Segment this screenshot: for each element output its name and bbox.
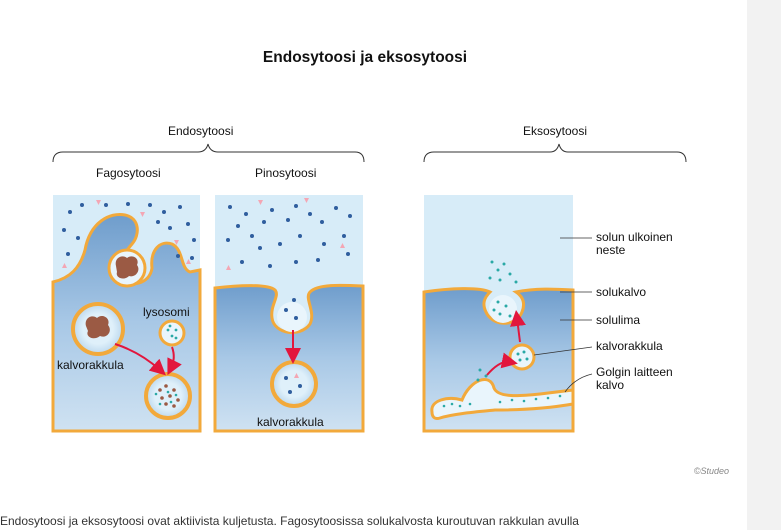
golgi-label-line1: Golgin laitteen <box>596 365 673 379</box>
right-scroll-gutter <box>747 0 781 530</box>
pinocytosis-vesicle-label: kalvorakkula <box>257 415 324 429</box>
exocytosis-panel <box>422 195 593 433</box>
extracellular-fluid-label-line1: solun ulkoinen <box>596 230 673 244</box>
endocytosis-brace <box>52 143 365 163</box>
phagocytosis-panel <box>51 195 202 433</box>
lysosome-label: lysosomi <box>143 305 190 319</box>
diagram-title: Endosytoosi ja eksosytoosi <box>262 49 468 66</box>
secretory-vesicle <box>508 343 536 371</box>
pinocytosis-header: Pinosytoosi <box>255 166 317 180</box>
exocytosis-header: Eksosytoosi <box>523 124 588 138</box>
food-particle <box>115 256 139 279</box>
figure-caption: Endosytoosi ja eksosytoosi ovat aktiivis… <box>0 514 579 528</box>
vesicle-label: kalvorakkula <box>596 339 663 353</box>
exocytosis-brace <box>423 143 687 163</box>
membrane-label: solukalvo <box>596 285 647 299</box>
pinosome <box>270 360 318 408</box>
extracellular-fluid-label-line2: neste <box>596 243 626 257</box>
phagolysosome <box>144 372 192 420</box>
golgi-membrane <box>430 378 575 420</box>
lysosome <box>158 319 186 347</box>
golgi-label-line2: kalvo <box>596 378 625 392</box>
endocytosis-header: Endosytoosi <box>168 124 234 138</box>
copyright-credit: ©Studeo <box>693 466 729 476</box>
phagocytosis-vesicle-label: kalvorakkula <box>57 358 124 372</box>
phagocytosis-header: Fagosytoosi <box>96 166 161 180</box>
pinocytosis-panel <box>213 195 365 433</box>
cytoplasm-label: solulima <box>596 313 641 327</box>
